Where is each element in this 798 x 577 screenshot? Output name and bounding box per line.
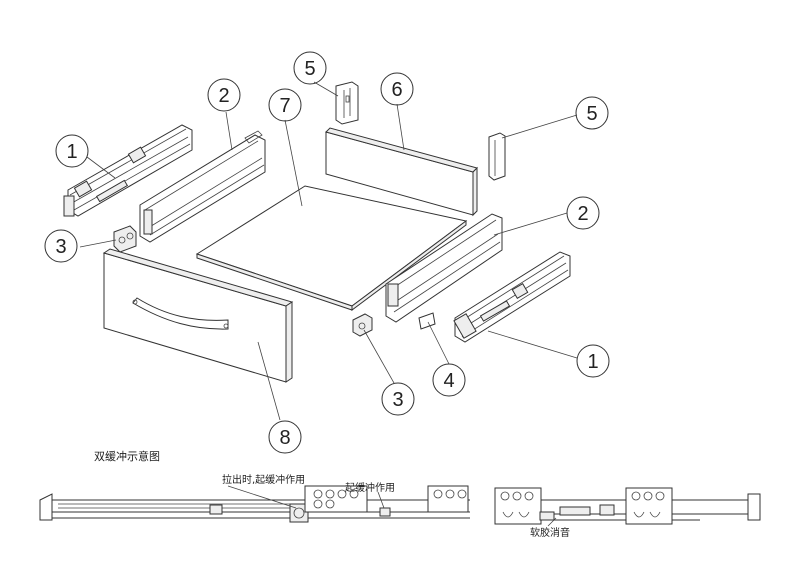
buffer-label: 起缓冲作用 [345,481,395,494]
runner-left [63,124,193,217]
callout-label: 2 [218,85,229,107]
callout-2-left: 2 [207,78,241,112]
callout-label: 2 [577,203,588,225]
callout-5-right: 5 [575,96,609,130]
callout-6: 6 [380,72,414,106]
callout-label: 4 [443,370,454,392]
front-clip-left [113,225,137,253]
leader-lines [79,81,578,421]
front-panel [102,248,294,383]
buffer-mechanism-closed [494,487,761,527]
callout-1-left: 1 [55,134,89,168]
buffer-diagram-title: 双缓冲示意图 [94,449,160,463]
callout-label: 1 [587,351,598,373]
drawer-bottom-panel [195,185,468,311]
runner-right [453,251,571,343]
small-plate [418,312,436,330]
back-bracket-right [488,132,506,181]
callout-8: 8 [268,420,302,454]
callout-5-left: 5 [293,51,327,85]
callout-4: 4 [432,363,466,397]
back-panel [325,127,478,217]
back-bracket-left [335,81,359,125]
pull-out-label: 拉出时,起缓冲作用 [222,473,305,486]
callout-3-left: 3 [44,229,78,263]
callout-2-right: 2 [566,196,600,230]
callout-label: 8 [279,427,290,449]
callout-label: 6 [391,79,402,101]
callout-label: 5 [304,58,315,80]
callout-label: 3 [392,389,403,411]
callout-label: 3 [55,236,66,258]
callout-label: 7 [279,95,290,117]
handle-icon [132,297,229,330]
side-wall-left [139,130,266,243]
callout-label: 1 [66,141,77,163]
callout-3-right: 3 [381,382,415,416]
front-clip-right [352,313,373,337]
side-wall-right [385,213,503,323]
buffer-mechanism-extended [39,485,470,523]
callout-7: 7 [268,88,302,122]
callout-label: 5 [586,103,597,125]
soft-close-label: 软胶消音 [530,526,570,539]
callout-1-right: 1 [576,344,610,378]
